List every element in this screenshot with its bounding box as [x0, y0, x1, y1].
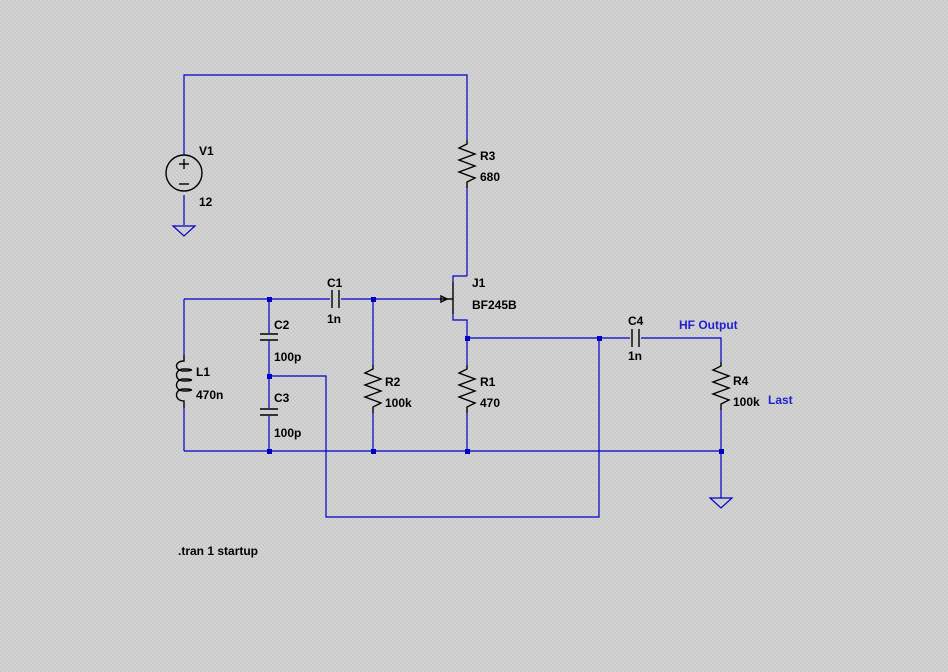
- c2-value: 100p: [274, 350, 301, 364]
- j1-value: BF245B: [472, 298, 517, 312]
- junction-dot: [371, 449, 376, 454]
- junction-dot: [371, 297, 376, 302]
- spice-directive[interactable]: .tran 1 startup: [178, 544, 258, 558]
- resistor-zigzag: [363, 365, 383, 413]
- r3-value: 680: [480, 170, 500, 184]
- v1-name: V1: [199, 144, 214, 158]
- resistor-zigzag: [711, 362, 731, 410]
- jfet-j1[interactable]: J1 BF245B: [440, 276, 517, 314]
- ground-icon: [171, 225, 197, 237]
- inductor-coil: [175, 355, 193, 408]
- jfet-gate-arrow: [440, 294, 449, 304]
- r2-name: R2: [385, 375, 401, 389]
- c4-value: 1n: [628, 349, 642, 363]
- ground-icon: [708, 497, 734, 509]
- j1-name: J1: [472, 276, 486, 290]
- r2-value: 100k: [385, 396, 412, 410]
- c4-name: C4: [628, 314, 644, 328]
- capacitor-c3[interactable]: C3 100p: [260, 391, 301, 440]
- resistor-r3[interactable]: R3 680: [457, 140, 500, 188]
- wire-source-stub: [452, 314, 468, 338]
- junction-dot: [465, 336, 470, 341]
- wire-feedback: [269, 338, 600, 518]
- wire-top-rail: [183, 74, 468, 155]
- junction-dot: [267, 297, 272, 302]
- resistor-r4[interactable]: R4 100k: [711, 362, 760, 410]
- r4-value: 100k: [733, 395, 760, 409]
- r4-name: R4: [733, 374, 749, 388]
- junction-dot: [465, 449, 470, 454]
- voltage-source-v1[interactable]: V1 12: [165, 144, 214, 209]
- c2-name: C2: [274, 318, 290, 332]
- c3-value: 100p: [274, 426, 301, 440]
- c3-name: C3: [274, 391, 290, 405]
- net-label-hf-output[interactable]: HF Output: [679, 318, 738, 332]
- capacitor-c2[interactable]: C2 100p: [260, 318, 301, 364]
- l1-value: 470n: [196, 388, 223, 402]
- junctions: [267, 297, 724, 454]
- resistor-r2[interactable]: R2 100k: [363, 365, 412, 413]
- resistor-r1[interactable]: R1 470: [457, 365, 500, 413]
- junction-dot: [267, 449, 272, 454]
- c1-name: C1: [327, 276, 343, 290]
- l1-name: L1: [196, 365, 210, 379]
- v1-value: 12: [199, 195, 213, 209]
- junction-dot: [597, 336, 602, 341]
- net-label-load[interactable]: Last: [768, 393, 793, 407]
- voltage-source-icon: [165, 154, 203, 192]
- r1-name: R1: [480, 375, 496, 389]
- wire-c4-output: [641, 337, 722, 362]
- resistor-zigzag: [457, 365, 477, 413]
- c1-value: 1n: [327, 312, 341, 326]
- wire-drain-stub: [452, 275, 467, 282]
- r1-value: 470: [480, 396, 500, 410]
- r3-name: R3: [480, 149, 496, 163]
- inductor-l1[interactable]: L1 470n: [175, 355, 224, 408]
- junction-dot: [719, 449, 724, 454]
- junction-dot: [267, 374, 272, 379]
- resistor-zigzag: [457, 140, 477, 188]
- capacitor-c4[interactable]: C4 1n: [628, 314, 644, 363]
- capacitor-c1[interactable]: C1 1n: [327, 276, 343, 326]
